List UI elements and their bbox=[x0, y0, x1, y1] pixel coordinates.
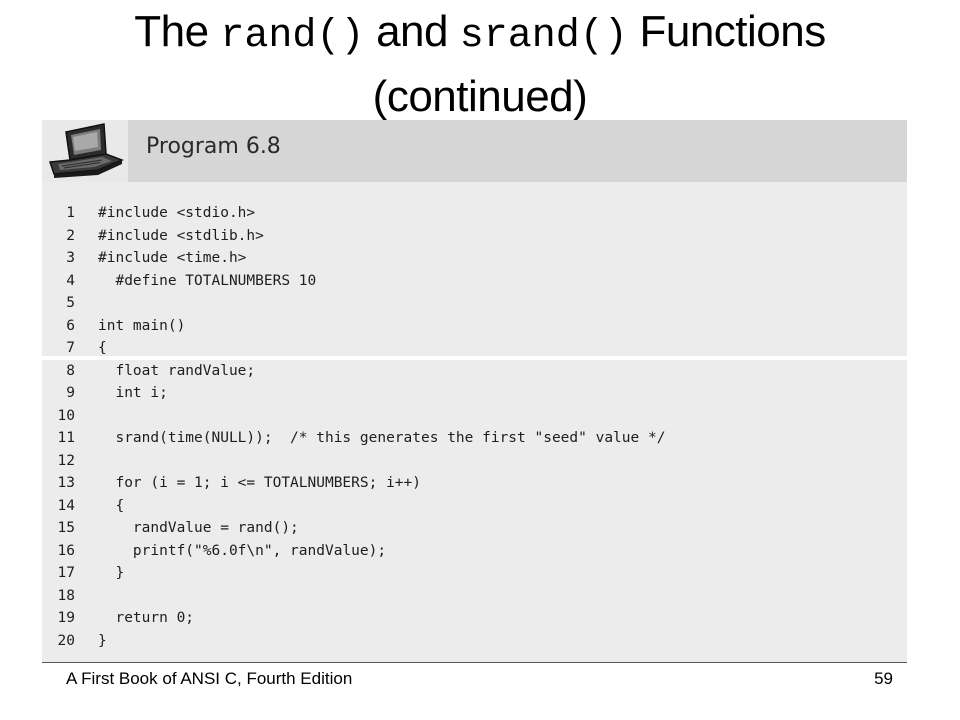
footer-page-number: 59 bbox=[874, 669, 893, 688]
code-line: 11 srand(time(NULL)); /* this generates … bbox=[42, 427, 907, 450]
title-text-and: and bbox=[364, 7, 460, 56]
program-listing-panel: Program 6.8 1 #include <stdio.h> 2 #include… bbox=[42, 120, 907, 662]
code-line: 16 printf("%6.0f\n", randValue); bbox=[42, 540, 907, 563]
icon-box bbox=[42, 120, 128, 182]
footer-divider bbox=[42, 662, 907, 663]
line-number: 16 bbox=[57, 542, 75, 559]
line-code: #define TOTALNUMBERS 10 bbox=[98, 272, 317, 289]
footer-book-title: A First Book of ANSI C, Fourth Edition bbox=[66, 669, 353, 688]
code-line: 1 #include <stdio.h> bbox=[42, 202, 907, 225]
line-number: 17 bbox=[57, 565, 75, 582]
line-number: 14 bbox=[57, 497, 75, 514]
program-header: Program 6.8 bbox=[42, 120, 907, 182]
line-code: return 0; bbox=[98, 610, 195, 627]
title-text-functions: Functions bbox=[627, 7, 826, 56]
line-number: 11 bbox=[57, 430, 75, 447]
line-code: { bbox=[98, 340, 107, 357]
listing-divider bbox=[42, 356, 907, 360]
line-number: 18 bbox=[57, 587, 75, 604]
code-line: 10 bbox=[42, 405, 907, 428]
code-line: 5 bbox=[42, 292, 907, 315]
code-line: 12 bbox=[42, 450, 907, 473]
line-code: for (i = 1; i <= TOTALNUMBERS; i++) bbox=[98, 475, 422, 492]
code-line: 7{ bbox=[42, 337, 907, 360]
line-code: #include <stdlib.h> bbox=[98, 227, 264, 244]
line-code: srand(time(NULL)); /* this generates the… bbox=[98, 430, 666, 447]
title-code-srand: srand() bbox=[459, 14, 628, 59]
line-number: 1 bbox=[66, 205, 75, 221]
program-title: Program 6.8 bbox=[146, 134, 281, 159]
line-code: #include <stdio.h> bbox=[98, 205, 256, 221]
code-line: 14 { bbox=[42, 495, 907, 518]
slide-title-line1: The rand() and srand() Functions bbox=[0, 2, 960, 67]
line-number: 2 bbox=[66, 227, 75, 244]
title-text-the: The bbox=[134, 7, 221, 56]
slide-title: The rand() and srand() Functions (contin… bbox=[0, 2, 960, 127]
line-code: float randValue; bbox=[98, 362, 256, 379]
line-number: 20 bbox=[57, 632, 75, 649]
code-line: 13 for (i = 1; i <= TOTALNUMBERS; i++) bbox=[42, 472, 907, 495]
line-number: 9 bbox=[66, 385, 75, 402]
line-number: 10 bbox=[57, 407, 75, 424]
line-code: #include <time.h> bbox=[98, 250, 247, 267]
code-line: 20} bbox=[42, 630, 907, 653]
line-number: 15 bbox=[57, 520, 75, 537]
code-line: 3 #include <time.h> bbox=[42, 247, 907, 270]
line-code: } bbox=[98, 632, 107, 649]
code-line: 8 float randValue; bbox=[42, 360, 907, 383]
line-code: randValue = rand(); bbox=[98, 520, 299, 537]
line-number: 5 bbox=[66, 295, 75, 312]
line-code: int i; bbox=[98, 385, 168, 402]
code-line: 9 int i; bbox=[42, 382, 907, 405]
code-line: 2 #include <stdlib.h> bbox=[42, 225, 907, 248]
code-line: 4 #define TOTALNUMBERS 10 bbox=[42, 270, 907, 293]
line-code: } bbox=[98, 565, 125, 582]
line-number: 4 bbox=[66, 272, 75, 289]
code-line: 15 randValue = rand(); bbox=[42, 517, 907, 540]
line-number: 13 bbox=[57, 475, 75, 492]
line-number: 19 bbox=[57, 610, 75, 627]
code-line: 18 bbox=[42, 585, 907, 608]
line-number: 8 bbox=[66, 362, 75, 379]
line-number: 3 bbox=[66, 250, 75, 267]
laptop-icon bbox=[48, 123, 125, 178]
line-code: { bbox=[98, 497, 125, 514]
title-code-rand: rand() bbox=[220, 14, 365, 59]
code-line: 17 } bbox=[42, 562, 907, 585]
code-line: 6 int main() bbox=[42, 315, 907, 338]
line-number: 7 bbox=[66, 340, 75, 357]
line-number: 12 bbox=[57, 452, 75, 469]
line-code: int main() bbox=[98, 317, 186, 334]
code-line: 19 return 0; bbox=[42, 607, 907, 630]
line-code: printf("%6.0f\n", randValue); bbox=[98, 542, 387, 559]
line-number: 6 bbox=[66, 317, 75, 334]
slide-title-line2: (continued) bbox=[372, 72, 588, 121]
code-listing: 1 #include <stdio.h> 2 #include <stdlib.h> 3… bbox=[42, 202, 907, 652]
